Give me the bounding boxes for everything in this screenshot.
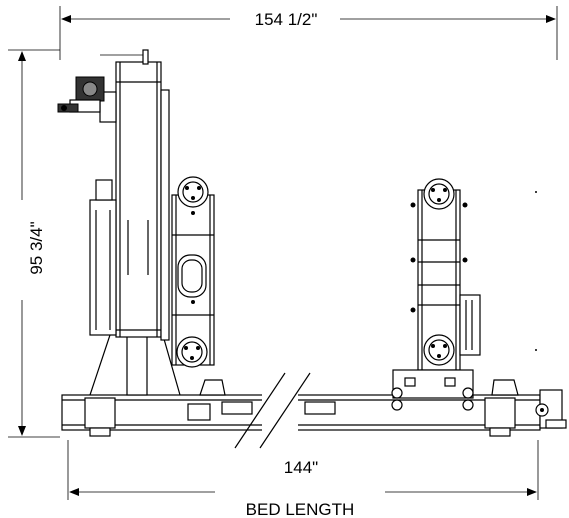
gear-box: [459, 294, 481, 356]
left-roller-tower: [171, 176, 215, 368]
bed-foot-right: [484, 397, 516, 429]
bed-rail: [61, 394, 541, 431]
bed-length-value: 144": [284, 458, 318, 477]
overall-width-label: 154 1/2": [255, 10, 318, 29]
break-line: [234, 372, 286, 449]
left-mast: [89, 49, 181, 396]
overall-height-label: 95 3/4": [27, 221, 46, 274]
mast-column: [115, 61, 162, 338]
motor-assembly: [57, 76, 105, 113]
bed-foot-left: [84, 397, 116, 429]
bed-slot: [304, 401, 336, 415]
overall-width-dimension: 154 1/2": [59, 6, 558, 60]
mast-side-panel: [89, 199, 117, 336]
bed-frame: [61, 372, 567, 449]
overall-height-dimension: 95 3/4": [8, 49, 60, 438]
bed-slot: [221, 401, 253, 415]
bed-length-label: BED LENGTH: [246, 500, 355, 518]
bed-length-dimension: 144" BED LENGTH: [67, 440, 539, 518]
right-roller-tower: [391, 178, 481, 411]
break-line: [259, 372, 311, 449]
